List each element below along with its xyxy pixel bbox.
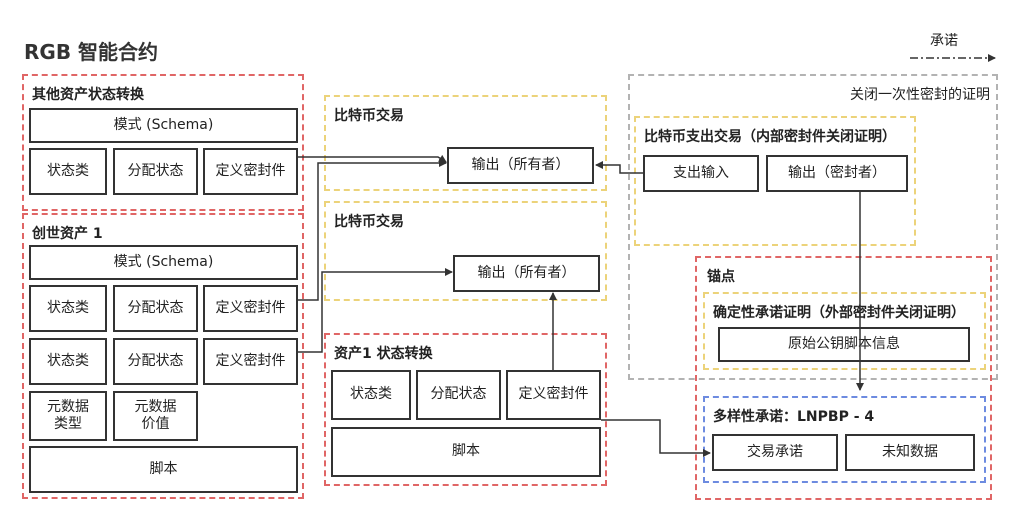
deterministic-proof-label: 确定性承诺证明（外部密封件关闭证明）	[713, 305, 965, 321]
multi-commitment-label: 多样性承诺：LNPBP - 4	[713, 409, 875, 425]
deterministic-proof-group	[703, 292, 986, 370]
asset1-state-class-box: 状态类	[331, 370, 411, 420]
closing-proof-label: 关闭一次性密封的证明	[850, 87, 990, 103]
other-asset-transition-label: 其他资产状态转换	[32, 87, 144, 103]
closing-proof-group	[628, 74, 998, 380]
other-schema-box: 模式 (Schema)	[29, 108, 298, 143]
genesis-define-seal-box-2: 定义密封件	[203, 338, 298, 385]
other-alloc-state-box: 分配状态	[113, 148, 198, 195]
other-asset-transition-group	[22, 74, 304, 211]
asset1-transition-label: 资产1 状态转换	[334, 346, 433, 362]
raw-pubkey-script-box: 原始公钥脚本信息	[718, 327, 970, 362]
anchor-label: 锚点	[707, 269, 735, 285]
genesis-asset-group	[22, 213, 304, 499]
genesis-metadata-type-box: 元数据 类型	[29, 391, 107, 441]
asset1-define-seal-box: 定义密封件	[506, 370, 601, 420]
other-define-seal-box: 定义密封件	[203, 148, 298, 195]
bitcoin-tx-2-output-box: 输出（所有者）	[453, 255, 600, 292]
connector-asset1-to-tx-commit	[601, 419, 711, 457]
anchor-group	[695, 256, 992, 500]
genesis-script-box: 脚本	[29, 446, 298, 493]
bitcoin-tx-1-output-box: 输出（所有者）	[447, 147, 594, 184]
legend-label: 承诺	[930, 33, 958, 49]
asset1-script-box: 脚本	[331, 427, 601, 477]
bitcoin-tx-2-label: 比特币交易	[334, 214, 404, 230]
genesis-state-class-box-2: 状态类	[29, 338, 107, 385]
bitcoin-tx-1-label: 比特币交易	[334, 108, 404, 124]
genesis-alloc-state-box-1: 分配状态	[113, 285, 198, 332]
genesis-define-seal-box-1: 定义密封件	[203, 285, 298, 332]
genesis-schema-box: 模式 (Schema)	[29, 245, 298, 280]
asset1-alloc-state-box: 分配状态	[416, 370, 501, 420]
genesis-metadata-value-box: 元数据 价值	[113, 391, 198, 441]
page-title: RGB 智能合约	[24, 40, 159, 64]
asset1-transition-group	[324, 333, 607, 486]
genesis-state-class-box-1: 状态类	[29, 285, 107, 332]
other-state-class-box: 状态类	[29, 148, 107, 195]
btc-spend-tx-label: 比特币支出交易（内部密封件关闭证明）	[644, 129, 896, 145]
unknown-data-box: 未知数据	[845, 434, 975, 471]
output-sealer-box: 输出（密封者）	[766, 155, 908, 192]
spend-input-box: 支出输入	[643, 155, 759, 192]
genesis-asset-label: 创世资产 1	[32, 226, 103, 242]
tx-commitment-box: 交易承诺	[712, 434, 838, 471]
genesis-alloc-state-box-2: 分配状态	[113, 338, 198, 385]
btc-spend-tx-group	[634, 116, 916, 246]
bitcoin-tx-1-group	[324, 95, 607, 191]
